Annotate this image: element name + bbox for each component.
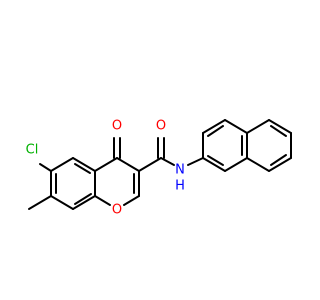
bond [246, 157, 270, 172]
bond [94, 157, 118, 172]
bond [246, 119, 270, 134]
bond [28, 195, 52, 210]
bond [74, 193, 92, 205]
bond [74, 163, 91, 174]
bond [224, 157, 248, 172]
bond [138, 157, 162, 172]
carbonyl-oxygen-ring-label: O [112, 119, 122, 134]
ring-oxygen-label: O [112, 203, 122, 218]
bond [268, 157, 292, 172]
bond [270, 125, 287, 137]
bond [270, 154, 287, 166]
bond [39, 163, 52, 172]
bond [123, 195, 140, 206]
chemical-structure-diagram: Cl O O O N H [26, 119, 292, 218]
bond [202, 119, 226, 134]
amide-hydrogen-label: H [175, 179, 185, 194]
bond [72, 195, 96, 210]
bond [207, 125, 224, 137]
bond [50, 195, 74, 210]
atom-labels: Cl O O O N H [26, 119, 185, 218]
bond [116, 157, 140, 172]
bond [187, 157, 204, 166]
bond [72, 157, 96, 172]
bond [50, 157, 74, 172]
bond [207, 155, 224, 166]
bond [202, 157, 226, 172]
bond [224, 119, 248, 134]
carbonyl-oxygen-amide-label: O [156, 119, 166, 134]
bond-lines [28, 119, 292, 210]
chlorine-label: Cl [26, 143, 39, 158]
bond [94, 195, 111, 206]
bond [160, 157, 175, 166]
bond [268, 119, 292, 134]
amide-nitrogen-label: N [175, 163, 185, 178]
